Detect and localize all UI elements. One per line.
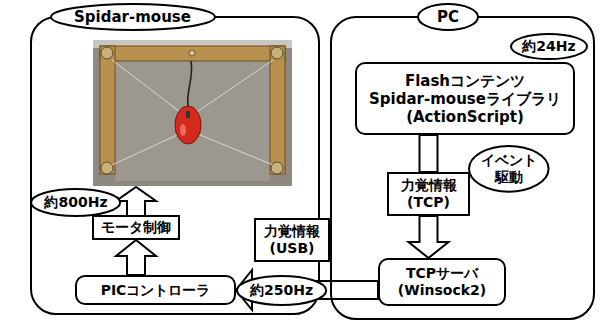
node-text: PICコントローラ — [101, 282, 211, 299]
mouse-cable — [188, 61, 192, 106]
red-mouse — [175, 106, 201, 144]
region-label-ellipse: Spidar-mouse — [50, 3, 216, 31]
process-box: PICコントローラ — [75, 275, 236, 305]
photo-background — [93, 40, 292, 186]
wooden-frame-top — [100, 46, 285, 61]
data-box: 力覚情報 (USB) — [254, 218, 330, 262]
ellipse-shape — [31, 189, 120, 216]
text-line: モータ制御 — [101, 219, 171, 236]
ellipse-shape — [51, 4, 215, 30]
ellipse-shape — [511, 34, 587, 59]
ellipse-shape — [469, 146, 549, 192]
node-text: イベント 駆動 — [481, 152, 537, 186]
text-line: Spidar-mouse — [74, 8, 191, 26]
wooden-frame-right — [270, 46, 285, 174]
text-line: Spidar-mouseライブラリ — [369, 90, 561, 108]
frame-screw — [189, 50, 195, 56]
motor-pulley — [271, 162, 283, 174]
ellipse-shape — [418, 4, 478, 30]
hollow-arrow — [409, 216, 449, 258]
node-text: Flashコンテンツ Spidar-mouseライブラリ (ActionScri… — [369, 72, 561, 126]
text-line: 力覚情報 — [264, 223, 320, 240]
process-box: Flashコンテンツ Spidar-mouseライブラリ (ActionScri… — [355, 62, 575, 135]
rate-ellipse: 約250Hz — [236, 275, 327, 306]
wooden-frame-left — [100, 46, 115, 174]
hollow-arrow — [116, 240, 156, 275]
string — [188, 130, 273, 165]
ellipse-shape — [237, 276, 326, 305]
text-line: Flashコンテンツ — [369, 72, 561, 90]
node-text: 約800Hz — [44, 194, 107, 211]
node-text: 約24Hz — [522, 38, 575, 55]
text-line: (ActionScript) — [369, 108, 561, 126]
text-line: PICコントローラ — [101, 282, 211, 299]
motor-pulley — [101, 47, 113, 59]
text-line: 駆動 — [481, 169, 537, 186]
text-line: (Winsock2) — [398, 282, 486, 299]
region-label-ellipse: PC — [417, 3, 479, 31]
text-line: TCPサーバ — [398, 265, 486, 282]
mouse-wheel — [186, 111, 190, 118]
text-line: イベント — [481, 152, 537, 169]
string — [188, 60, 273, 118]
data-box: 力覚情報 (TCP) — [387, 172, 470, 216]
node-text: 約250Hz — [250, 282, 313, 299]
note-ellipse: イベント 駆動 — [468, 145, 550, 193]
device-region: Spidar-mouse約800Hzモータ制御PICコントローラ — [30, 16, 320, 315]
process-box: TCPサーバ (Winsock2) — [378, 258, 506, 306]
motor-pulley — [271, 47, 283, 59]
motor-pulley — [101, 162, 113, 174]
spidar-mouse-photo — [93, 40, 292, 186]
node-text: モータ制御 — [101, 219, 171, 236]
text-line: 力覚情報 — [401, 177, 457, 194]
string — [112, 60, 188, 118]
node-text: Spidar-mouse — [74, 8, 191, 26]
node-text: 力覚情報 (USB) — [264, 223, 320, 257]
text-line: 約800Hz — [44, 194, 107, 211]
node-text: 力覚情報 (TCP) — [401, 177, 457, 211]
rate-ellipse: 約800Hz — [30, 188, 121, 217]
hollow-arrow — [236, 270, 378, 310]
process-box: モータ制御 — [92, 215, 180, 240]
text-line: (USB) — [264, 240, 320, 257]
text-line: PC — [437, 8, 459, 26]
hollow-arrow — [420, 135, 438, 172]
text-line: 約24Hz — [522, 38, 575, 55]
text-line: 約250Hz — [250, 282, 313, 299]
node-text: PC — [437, 8, 459, 26]
text-line: (TCP) — [401, 194, 457, 211]
mouse-highlight — [180, 124, 186, 136]
node-text: TCPサーバ (Winsock2) — [398, 265, 486, 299]
rate-ellipse: 約24Hz — [510, 33, 588, 60]
pc-region: PC約24HzFlashコンテンツ Spidar-mouseライブラリ (Act… — [330, 16, 595, 320]
photo-table — [115, 61, 270, 181]
hollow-arrow — [116, 187, 156, 216]
